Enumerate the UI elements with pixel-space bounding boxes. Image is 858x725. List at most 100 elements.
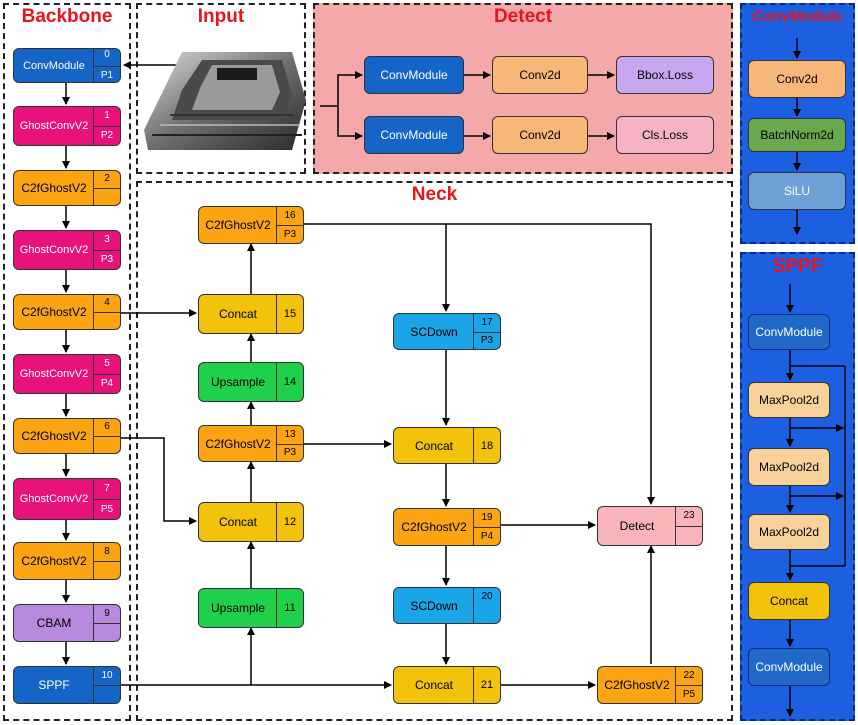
- node-tag: P5: [100, 504, 114, 515]
- node-label: Upsample: [210, 375, 266, 389]
- node-index: 5: [104, 358, 110, 369]
- backbone-title: Backbone: [21, 6, 113, 27]
- backbone-node-10: SPPF 10: [13, 666, 121, 704]
- node-index: 16: [284, 210, 296, 221]
- sppf-maxpool-1: MaxPool2d: [748, 382, 830, 418]
- sppf-title: SPPF: [772, 256, 823, 277]
- node-index: 19: [481, 512, 493, 523]
- input-image: [142, 40, 306, 155]
- node-index: 23: [683, 510, 695, 521]
- node-label: C2fGhostV2: [21, 305, 87, 319]
- node-label: ConvModule: [23, 59, 85, 72]
- cm-batchnorm2d: BatchNorm2d: [748, 118, 846, 152]
- node-index: 8: [104, 546, 110, 557]
- sppf-convmodule-in: ConvModule: [748, 314, 830, 350]
- node-tag: P5: [682, 689, 696, 700]
- node-label: C2fGhostV2: [21, 554, 87, 568]
- node-label: Upsample: [210, 601, 266, 615]
- backbone-panel: [3, 3, 131, 721]
- node-index: 4: [104, 297, 110, 308]
- backbone-node-6: C2fGhostV2 6: [13, 418, 121, 454]
- input-panel: [136, 3, 306, 174]
- node-label: C2fGhostV2: [21, 181, 87, 195]
- node-label: GhostConvV2: [19, 493, 89, 505]
- neck-node-16: C2fGhostV2 16 P3: [198, 206, 304, 244]
- backbone-node-3: GhostConvV2 3 P3: [13, 230, 121, 270]
- node-index: 22: [683, 670, 695, 681]
- detect-title: Detect: [493, 6, 553, 27]
- convmodule-title: ConvModule: [752, 8, 843, 25]
- node-tag: P4: [480, 531, 494, 542]
- backbone-node-5: GhostConvV2 5 P4: [13, 354, 121, 394]
- input-title: Input: [197, 6, 245, 27]
- node-index: 12: [283, 516, 297, 528]
- neck-node-13: C2fGhostV2 13 P3: [198, 425, 304, 462]
- node-index: 11: [284, 602, 296, 614]
- node-index: 21: [480, 679, 494, 691]
- detect-bbox-loss: Bbox.Loss: [616, 56, 714, 94]
- node-label: Concat: [414, 438, 454, 453]
- node-label: SCDown: [410, 598, 458, 613]
- node-index: 10: [101, 670, 113, 681]
- node-label: Concat: [414, 678, 454, 692]
- node-label: Concat: [218, 515, 258, 529]
- node-label: C2fGhostV2: [401, 520, 467, 534]
- node-label: CBAM: [36, 616, 72, 630]
- neck-node-20: SCDown 20: [393, 587, 501, 624]
- node-index: 20: [481, 591, 493, 602]
- backbone-node-9: CBAM 9: [13, 604, 121, 642]
- node-index: 17: [481, 317, 493, 328]
- sppf-convmodule-out: ConvModule: [748, 648, 830, 686]
- node-index: 14: [283, 376, 297, 388]
- node-label: Detect: [619, 519, 655, 533]
- node-index: 7: [104, 483, 110, 494]
- node-index: 6: [104, 421, 110, 432]
- neck-node-14: Upsample 14: [198, 362, 304, 402]
- detect-convmodule-2: ConvModule: [364, 116, 464, 154]
- backbone-node-0: ConvModule 0 P1: [13, 48, 121, 83]
- node-label: C2fGhostV2: [21, 429, 87, 443]
- neck-node-11: Upsample 11: [198, 588, 304, 628]
- node-label: Concat: [218, 307, 258, 321]
- node-label: C2fGhostV2: [205, 436, 271, 451]
- node-label: GhostConvV2: [19, 244, 89, 256]
- sppf-concat: Concat: [748, 582, 830, 620]
- sppf-maxpool-2: MaxPool2d: [748, 448, 830, 486]
- node-label: GhostConvV2: [19, 120, 89, 132]
- neck-node-22: C2fGhostV2 22 P5: [597, 666, 703, 704]
- detect-convmodule-1: ConvModule: [364, 56, 464, 94]
- node-tag: P4: [100, 378, 114, 389]
- node-index: 13: [284, 429, 296, 440]
- cm-conv2d: Conv2d: [748, 60, 846, 98]
- neck-node-15: Concat 15: [198, 294, 304, 334]
- node-tag: P3: [480, 335, 494, 346]
- node-tag: P3: [283, 229, 297, 240]
- neck-node-19: C2fGhostV2 19 P4: [393, 508, 501, 546]
- node-index: 3: [104, 234, 110, 245]
- node-index: 15: [283, 308, 297, 320]
- backbone-node-7: GhostConvV2 7 P5: [13, 478, 121, 520]
- node-index: 1: [104, 110, 110, 121]
- backbone-node-4: C2fGhostV2 4: [13, 294, 121, 330]
- detect-conv2d-1: Conv2d: [492, 56, 588, 94]
- node-label: SPPF: [38, 678, 70, 692]
- node-tag: P3: [283, 447, 297, 458]
- neck-title: Neck: [411, 184, 458, 205]
- neck-node-18: Concat 18: [393, 427, 501, 464]
- node-label: C2fGhostV2: [604, 678, 670, 692]
- node-tag: P3: [100, 254, 114, 265]
- node-label: GhostConvV2: [19, 368, 89, 380]
- neck-node-17: SCDown 17 P3: [393, 313, 501, 350]
- node-tag: P1: [100, 70, 114, 81]
- node-index: 0: [104, 49, 110, 60]
- neck-node-23-detect: Detect 23: [597, 506, 703, 546]
- node-label: C2fGhostV2: [205, 218, 271, 232]
- node-index: 9: [104, 608, 110, 619]
- backbone-node-1: GhostConvV2 1 P2: [13, 106, 121, 146]
- node-index: 2: [104, 173, 110, 184]
- detect-conv2d-2: Conv2d: [492, 116, 588, 154]
- node-label: SCDown: [410, 324, 458, 339]
- cm-silu: SiLU: [748, 172, 846, 210]
- sppf-maxpool-3: MaxPool2d: [748, 514, 830, 550]
- detect-cls-loss: Cls.Loss: [616, 116, 714, 154]
